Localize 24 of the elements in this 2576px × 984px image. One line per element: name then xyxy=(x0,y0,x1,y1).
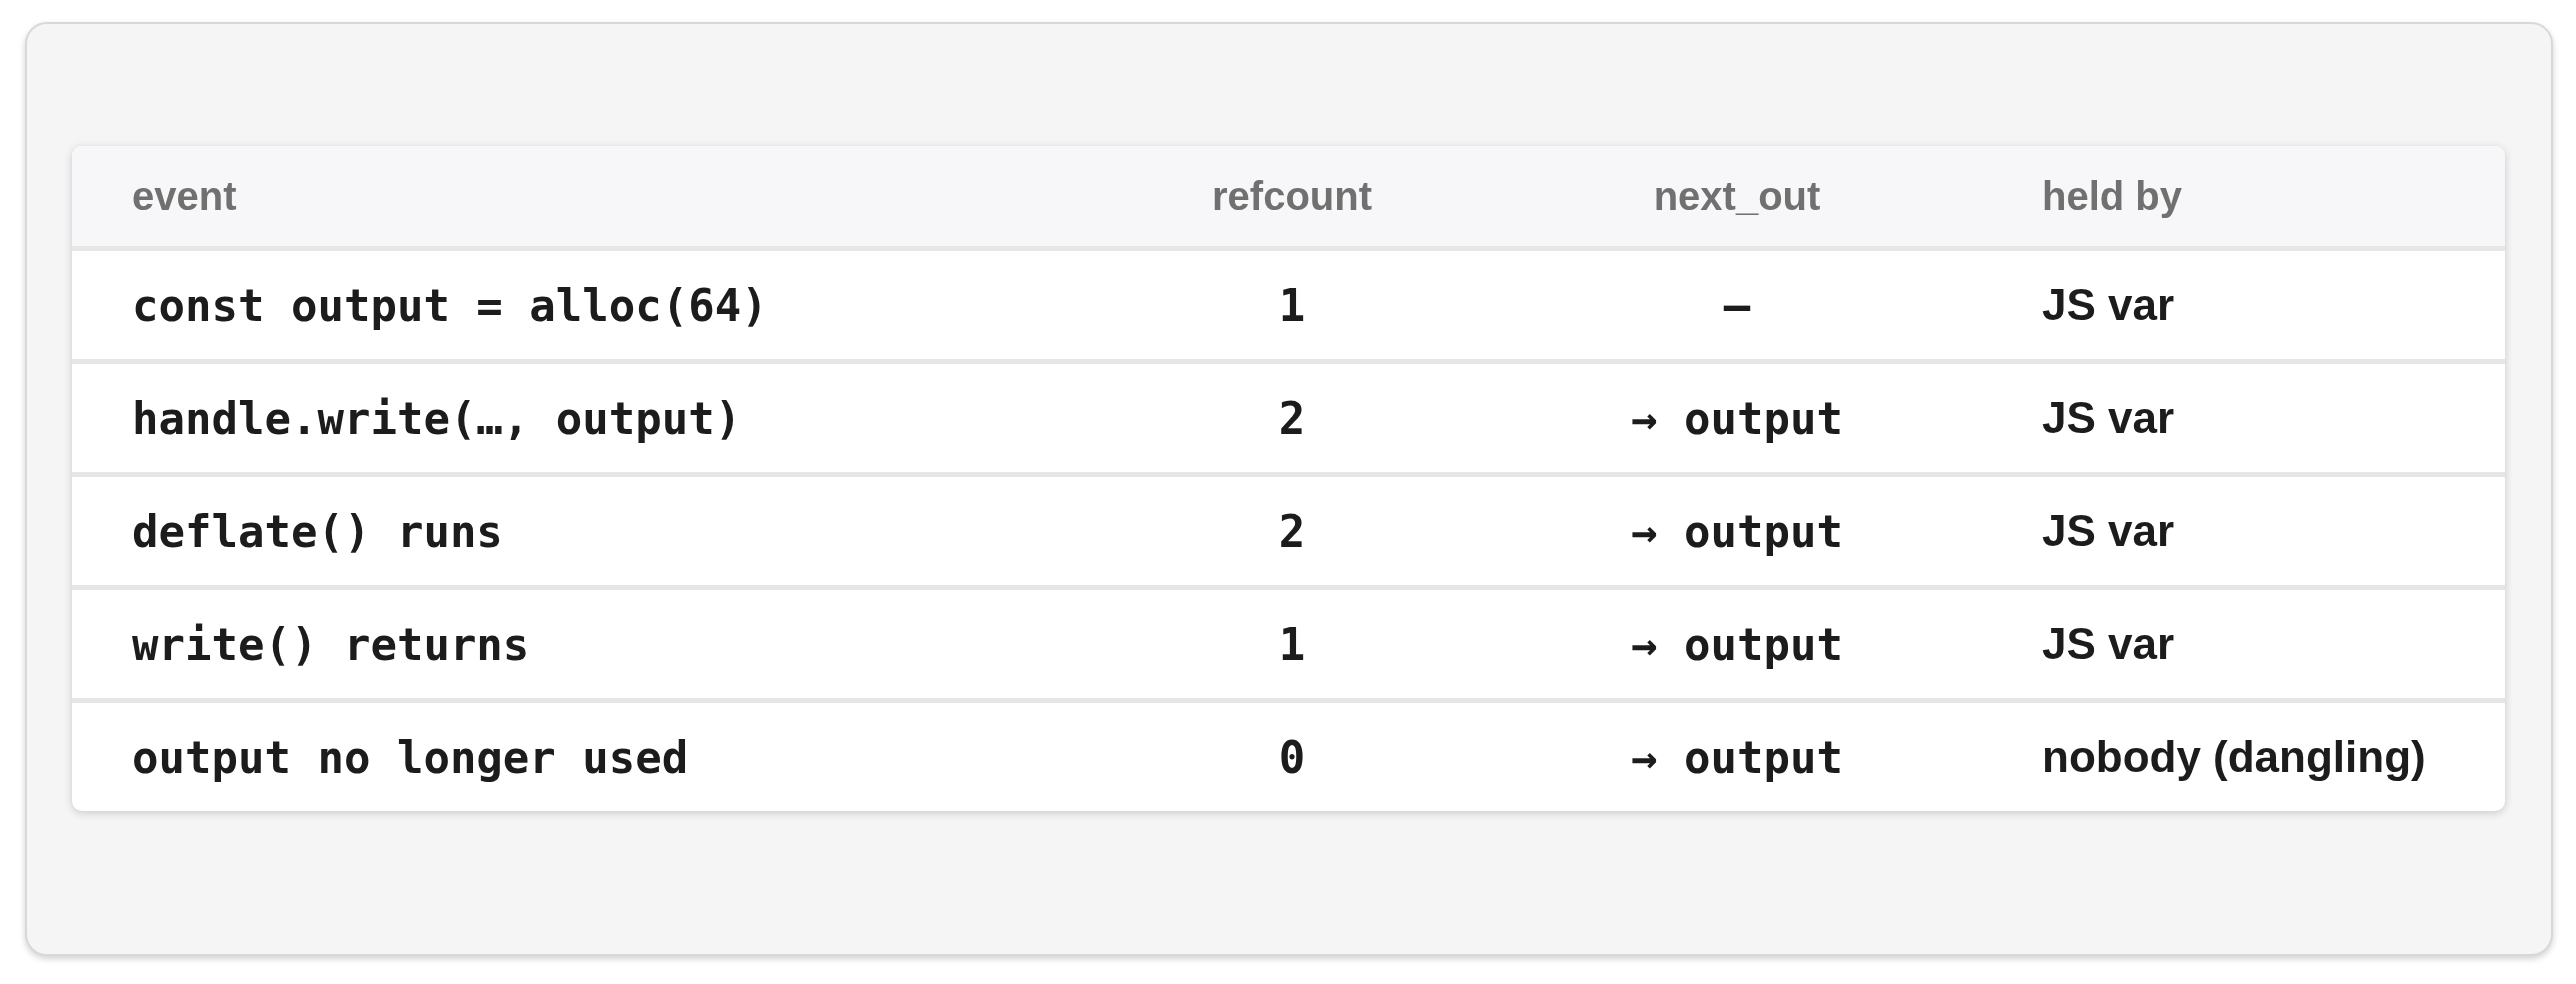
pointer-value: → output xyxy=(1631,618,1843,670)
holder-text: JS var xyxy=(2042,619,2175,669)
holder-text: JS var xyxy=(2042,280,2175,330)
refcount-value: 1 xyxy=(1278,618,1306,670)
column-header: held by xyxy=(2042,173,2183,219)
holder-text: JS var xyxy=(2042,506,2175,556)
refcount-value: 2 xyxy=(1278,392,1306,444)
pointer-value: → output xyxy=(1631,505,1843,557)
refcount-value: 2 xyxy=(1278,505,1306,557)
holder-text: JS var xyxy=(2042,393,2175,443)
event-text: const output = alloc(64) xyxy=(132,279,768,331)
holder-text: nobody (dangling) xyxy=(2042,732,2426,782)
refcount-value: 1 xyxy=(1278,279,1306,331)
pointer-value: → output xyxy=(1631,731,1843,783)
event-text: deflate() runs xyxy=(132,505,503,557)
column-header: event xyxy=(132,173,237,219)
pointer-value: — xyxy=(1723,279,1751,331)
refcount-value: 0 xyxy=(1278,731,1306,783)
pointer-value: → output xyxy=(1631,392,1843,444)
event-text: output no longer used xyxy=(132,731,689,783)
column-header: refcount xyxy=(1212,173,1372,219)
event-text: handle.write(…, output) xyxy=(132,392,742,444)
event-text: write() returns xyxy=(132,618,530,670)
column-header: next_out xyxy=(1653,173,1821,219)
